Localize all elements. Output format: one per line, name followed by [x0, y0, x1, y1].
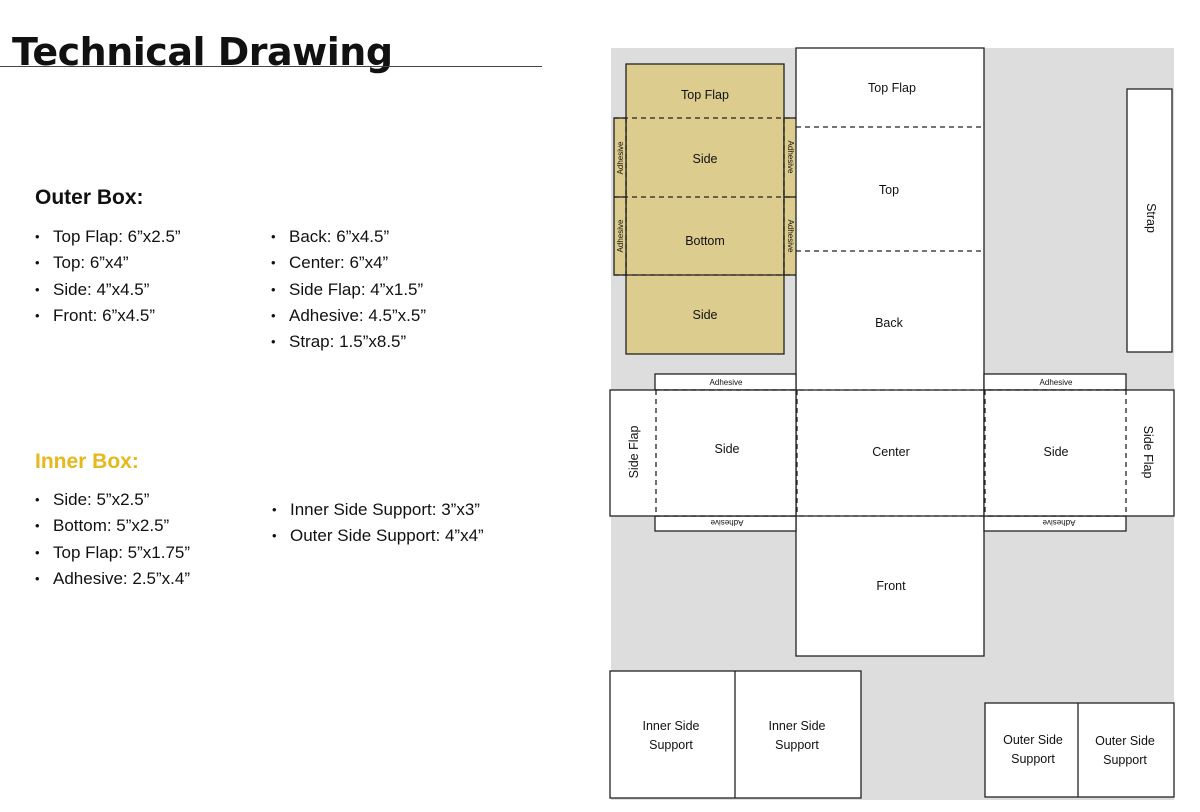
adhesive-label: Adhesive	[710, 518, 743, 527]
support-label-line: Support	[1103, 753, 1147, 767]
panel-label: Center	[872, 445, 910, 459]
adhesive-label: Adhesive	[786, 141, 795, 174]
inner-box-spec-list-1: Side: 5”x2.5” Bottom: 5”x2.5” Top Flap: …	[35, 487, 190, 592]
panel-label: Top Flap	[868, 81, 916, 95]
outer-box-heading: Outer Box:	[35, 186, 144, 209]
spec-item: Outer Side Support: 4”x4”	[272, 523, 484, 549]
spec-item: Bottom: 5”x2.5”	[35, 513, 190, 539]
support-label-line: Support	[775, 738, 819, 752]
adhesive-label: Adhesive	[1042, 518, 1075, 527]
panel-label: Bottom	[685, 234, 725, 248]
drawing-labels: Top Flap Side Bottom Side Adhesive Adhes…	[616, 81, 1158, 767]
spec-item: Adhesive: 2.5”x.4”	[35, 566, 190, 592]
strap-label: Strap	[1144, 203, 1158, 233]
panel-label: Side	[714, 442, 739, 456]
panel-label: Side	[692, 152, 717, 166]
panel-label: Side	[1043, 445, 1068, 459]
support-label-line: Support	[1011, 752, 1055, 766]
spec-item: Top: 6”x4”	[35, 250, 181, 276]
spec-item: Back: 6”x4.5”	[271, 224, 426, 250]
spec-item: Adhesive: 4.5”x.5”	[271, 303, 426, 329]
spec-item: Side Flap: 4”x1.5”	[271, 277, 426, 303]
adhesive-label: Adhesive	[786, 220, 795, 253]
adhesive-label: Adhesive	[1040, 378, 1073, 387]
inner-fold-lines	[614, 117, 797, 276]
support-label-line: Inner Side	[769, 719, 826, 733]
outer-support-pair	[984, 702, 1175, 798]
inner-box-spec-list-2: Inner Side Support: 3”x3” Outer Side Sup…	[272, 497, 484, 550]
inner-box-heading: Inner Box:	[35, 450, 139, 473]
adhesive-label: Adhesive	[616, 219, 625, 252]
panel-label: Top	[879, 183, 899, 197]
adhesive-label: Adhesive	[616, 141, 625, 174]
title-underline	[0, 66, 542, 67]
outer-fold-lines	[655, 126, 1127, 517]
outer-box-dieline	[609, 47, 1175, 799]
outer-main-strip	[795, 47, 985, 657]
outer-right-wing	[983, 389, 1175, 517]
strap-panel	[1126, 88, 1173, 353]
spec-item: Front: 6”x4.5”	[35, 303, 181, 329]
spec-item: Top Flap: 6”x2.5”	[35, 224, 181, 250]
support-label-line: Support	[649, 738, 693, 752]
spec-item: Top Flap: 5”x1.75”	[35, 540, 190, 566]
support-label-line: Inner Side	[643, 719, 700, 733]
spec-item: Side: 5”x2.5”	[35, 487, 190, 513]
support-label-line: Outer Side	[1003, 733, 1063, 747]
spec-item: Center: 6”x4”	[271, 250, 426, 276]
adhesive-label: Adhesive	[710, 378, 743, 387]
panel-label: Back	[875, 316, 904, 330]
outer-box-spec-list-2: Back: 6”x4.5” Center: 6”x4” Side Flap: 4…	[271, 224, 426, 355]
panel-label: Top Flap	[681, 88, 729, 102]
side-flap-label: Side Flap	[627, 426, 641, 479]
side-flap-label: Side Flap	[1141, 426, 1155, 479]
support-label-line: Outer Side	[1095, 734, 1155, 748]
outer-box-spec-list-1: Top Flap: 6”x2.5” Top: 6”x4” Side: 4”x4.…	[35, 224, 181, 329]
spec-item: Strap: 1.5”x8.5”	[271, 329, 426, 355]
panel-label: Front	[876, 579, 906, 593]
panel-label: Side	[692, 308, 717, 322]
outer-left-wing	[609, 389, 797, 517]
spec-item: Inner Side Support: 3”x3”	[272, 497, 484, 523]
spec-item: Side: 4”x4.5”	[35, 277, 181, 303]
